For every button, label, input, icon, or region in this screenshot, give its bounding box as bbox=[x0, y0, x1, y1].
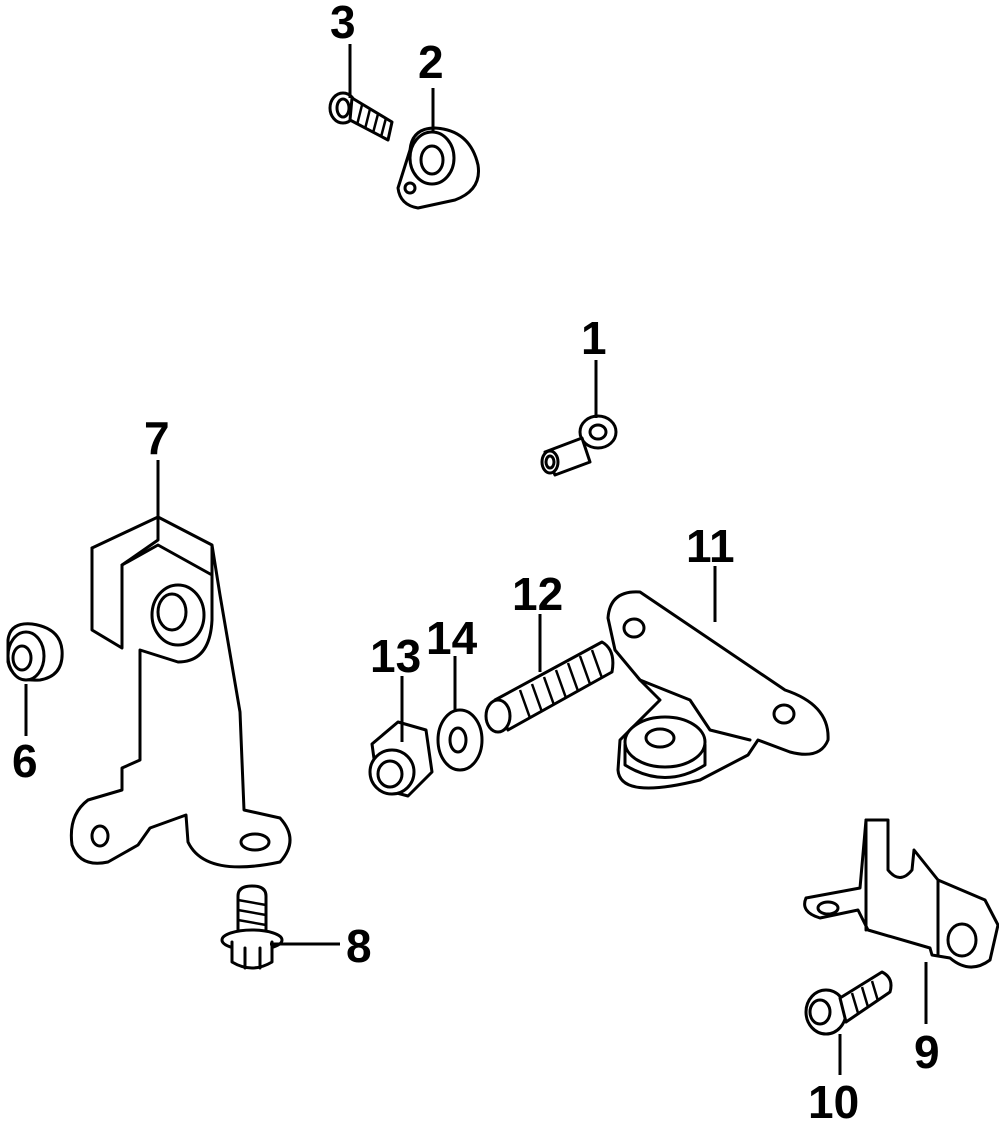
leader-lines bbox=[24, 44, 928, 1075]
callout-9: 9 bbox=[914, 1026, 940, 1078]
part-8-flange-bolt bbox=[220, 884, 284, 970]
part-14-washer bbox=[436, 708, 484, 772]
callout-1: 1 bbox=[581, 312, 607, 364]
part-10-screw bbox=[804, 970, 893, 1036]
callout-3: 3 bbox=[330, 0, 356, 48]
callout-8: 8 bbox=[346, 920, 372, 972]
callout-13: 13 bbox=[370, 630, 421, 682]
callout-7: 7 bbox=[144, 412, 170, 464]
callout-12: 12 bbox=[512, 568, 563, 620]
part-3-screw bbox=[328, 91, 394, 142]
callout-6: 6 bbox=[12, 735, 38, 787]
callout-14: 14 bbox=[426, 612, 478, 664]
part-1-cable-end bbox=[540, 414, 618, 477]
part-6-bushing bbox=[6, 622, 64, 682]
callout-2: 2 bbox=[418, 36, 444, 88]
callout-10: 10 bbox=[808, 1076, 859, 1122]
part-7-bracket bbox=[69, 515, 292, 869]
callout-11: 11 bbox=[686, 520, 735, 572]
part-9-bracket bbox=[803, 818, 999, 969]
part-11-lever bbox=[606, 590, 830, 790]
part-12-stud bbox=[484, 640, 615, 734]
part-13-nut bbox=[368, 720, 434, 798]
part-2-clamp bbox=[396, 126, 481, 210]
callout-labels: 1 2 3 6 7 8 9 10 11 12 13 14 bbox=[12, 0, 940, 1122]
